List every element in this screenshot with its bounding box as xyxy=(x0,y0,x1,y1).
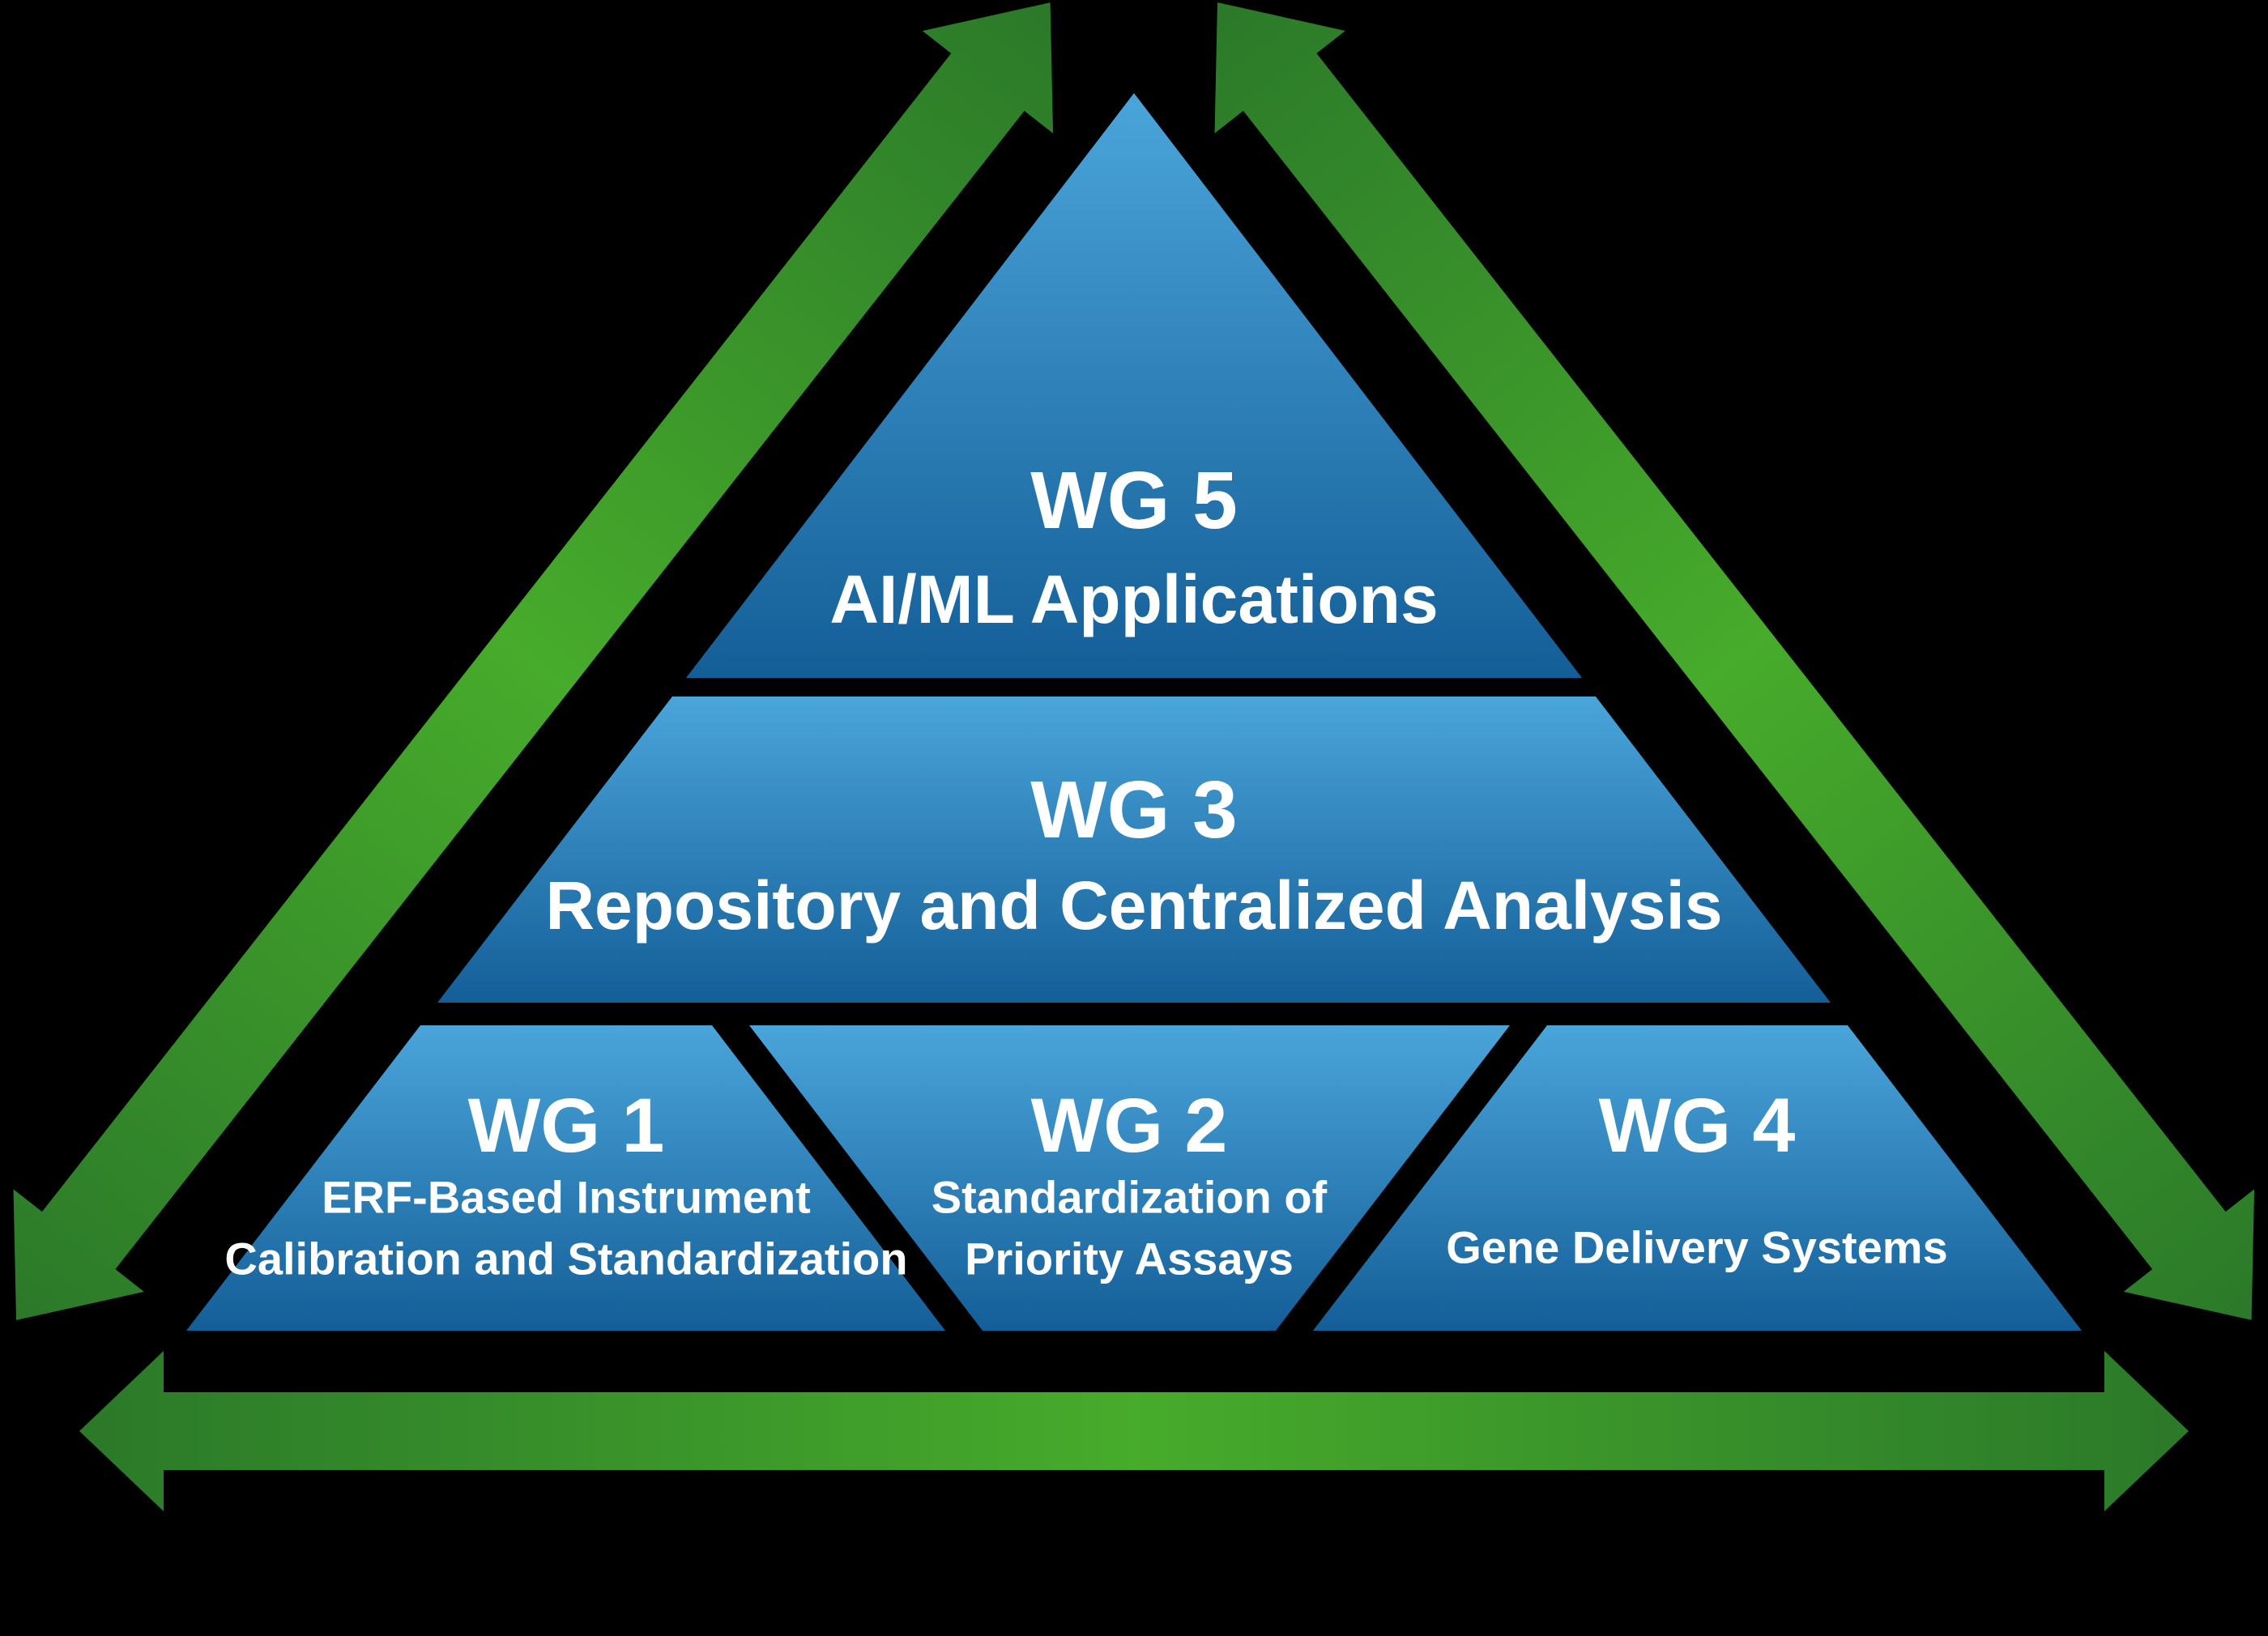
tier-wg4-subtitle: Gene Delivery Systems xyxy=(1446,1222,1947,1273)
tier-wg1-subtitle-line1: ERF-Based Instrument xyxy=(322,1172,811,1223)
tier-wg2-title: WG 2 xyxy=(1031,1083,1228,1169)
tier-wg5-subtitle: AI/ML Applications xyxy=(829,561,1438,637)
tier-wg1-shape xyxy=(186,1025,945,1331)
tier-wg3-title: WG 3 xyxy=(1030,765,1238,855)
tier-wg2-subtitle-line1: Standardization of xyxy=(932,1172,1328,1223)
tier-wg2-shape xyxy=(749,1025,1510,1331)
tier-wg5-shape xyxy=(686,93,1582,678)
tier-wg3-shape xyxy=(437,697,1831,1003)
tier-wg4-title: WG 4 xyxy=(1599,1083,1796,1169)
bottom-horizontal-double-arrow xyxy=(79,1351,2189,1511)
tier-wg4-shape xyxy=(1313,1025,2082,1331)
tier-wg2-subtitle-line2: Priority Assays xyxy=(965,1233,1294,1285)
tier-wg1-title: WG 1 xyxy=(468,1083,665,1169)
right-diagonal-double-arrow xyxy=(1214,2,2255,1320)
left-diagonal-double-arrow xyxy=(13,2,1054,1320)
tier-wg5-title: WG 5 xyxy=(1030,455,1238,546)
tier-wg1-subtitle-line2: Calibration and Standardization xyxy=(224,1233,907,1285)
tier-wg3-subtitle: Repository and Centralized Analysis xyxy=(545,867,1722,944)
